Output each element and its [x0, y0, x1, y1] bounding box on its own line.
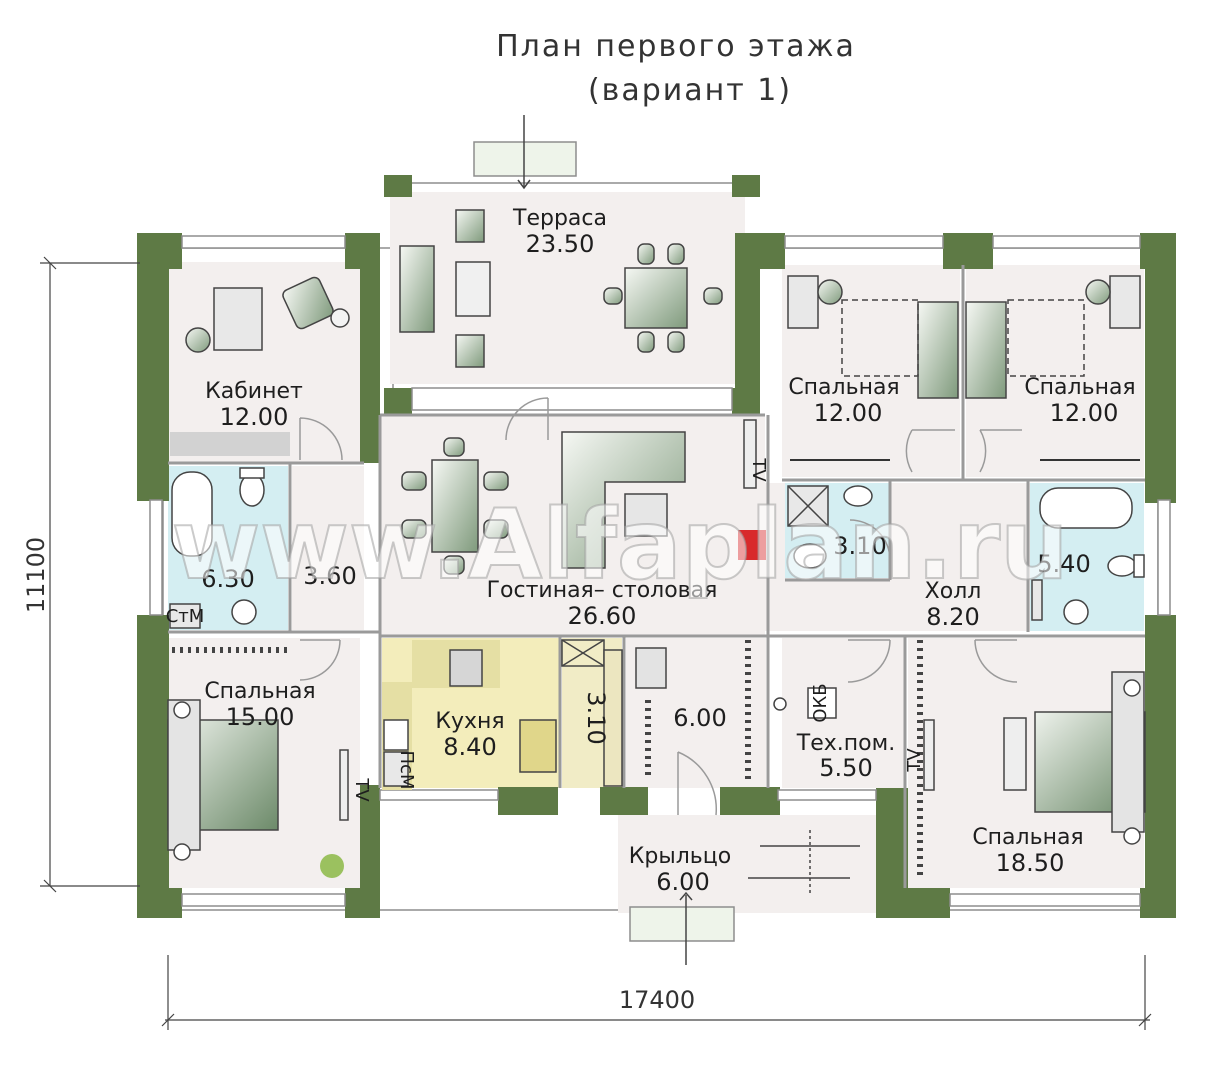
study-area: 12.00	[220, 403, 289, 431]
tech-name: Тех.пом.	[796, 731, 895, 756]
dimension-lines	[40, 256, 1152, 1030]
living-tv-stand	[743, 419, 757, 489]
tech-fixtures	[773, 687, 837, 719]
tech-area: 5.50	[819, 754, 872, 782]
bathtub-left	[171, 471, 213, 557]
terrace-name: Терраса	[512, 206, 607, 231]
washer-box	[169, 603, 201, 629]
bedroom-bl-area: 15.00	[226, 703, 295, 731]
terrace-table	[455, 261, 491, 317]
living-coffee-table	[624, 493, 668, 537]
bath-left-area: 6.30	[201, 565, 254, 593]
plan-title-line2: (вариант 1)	[588, 73, 792, 108]
living-area: 26.60	[568, 602, 637, 630]
porch-fixtures	[679, 830, 860, 965]
terrace-armchair-bottom	[455, 334, 485, 368]
pantry-area: 3.10	[582, 691, 610, 744]
terrace-dining-table	[624, 267, 688, 329]
bedroom-tl-name: Спальная	[788, 375, 899, 400]
partitions	[168, 265, 1145, 888]
kitchen-island	[519, 719, 557, 773]
terrace-furniture	[399, 209, 723, 368]
boiler-box	[807, 687, 837, 719]
study-furniture	[170, 276, 350, 456]
bath-right-area: 5.40	[1037, 550, 1090, 578]
windows	[149, 141, 1171, 942]
study-chair	[185, 327, 211, 353]
bath-right-fixtures	[1031, 487, 1145, 625]
bedroom-br-name: Спальная	[972, 825, 1083, 850]
study-name: Кабинет	[205, 379, 303, 404]
dimension-height-label: 11100	[22, 537, 50, 613]
bedroom-tr-area: 12.00	[1050, 399, 1119, 427]
wardrobe-area: 6.00	[673, 704, 726, 732]
kitchen-hob	[449, 649, 483, 687]
walls	[137, 175, 1176, 918]
terrace-sofa	[399, 245, 435, 333]
living-furniture	[401, 419, 766, 575]
terrace-armchair-top	[455, 209, 485, 243]
living-corner-sofa	[561, 431, 686, 569]
porch-name: Крыльцо	[629, 844, 731, 869]
bedroom-tl-sofa	[917, 301, 959, 399]
study-desk	[213, 287, 263, 351]
bedroom-bl-name: Спальная	[204, 679, 315, 704]
shower-fixtures	[787, 485, 873, 569]
kitchen-name: Кухня	[435, 709, 504, 734]
bedroom-tl-furniture	[787, 275, 959, 461]
watermark: www.Alfaplan.ru	[171, 489, 1068, 601]
bedroom-tr-sofa	[965, 301, 1007, 399]
kitchen-area: 8.40	[443, 733, 496, 761]
storage-shelves	[172, 639, 923, 880]
study-armchair	[282, 276, 334, 330]
bedroom-br-furniture	[923, 671, 1146, 845]
living-name: Гостиная– столовая	[487, 578, 718, 603]
tv-label-living: TV	[748, 457, 769, 482]
kitchen-sink	[383, 719, 409, 751]
porch-area: 6.00	[656, 868, 709, 896]
fireplace	[738, 530, 766, 560]
dimension-width-label: 17400	[619, 986, 695, 1014]
hall-area: 8.20	[926, 603, 979, 631]
bathtub-right	[1039, 487, 1133, 529]
living-dining-table	[431, 459, 479, 553]
shower-area: 3.10	[833, 532, 886, 560]
dishwasher-box	[383, 751, 409, 787]
tv-label-bedroom-bl: TV	[351, 777, 372, 802]
plan-title-line1: План первого этажа	[496, 29, 856, 64]
bedroom-tl-area: 12.00	[814, 399, 883, 427]
terrace-area: 23.50	[526, 230, 595, 258]
corridor-left-floor	[292, 466, 364, 630]
sink-left	[231, 599, 257, 625]
fixture-labels: СтМ ПсМ ОКБ TV TV TV	[166, 457, 925, 802]
doors	[299, 397, 1022, 816]
porch-floor	[618, 815, 876, 913]
bedroom-br-area: 18.50	[996, 849, 1065, 877]
bedroom-bl-furniture	[167, 699, 349, 878]
bath-left-fixtures	[169, 467, 265, 629]
terrace-entry-arrow	[517, 115, 531, 190]
hall-name: Холл	[925, 579, 982, 604]
room-labels: Терраса 23.50 Кабинет 12.00 Спальная 12.…	[201, 206, 1135, 896]
kitchen-fixtures	[382, 640, 557, 790]
boiler-label: ОКБ	[810, 683, 831, 722]
tv-label-bedroom-br: TV	[904, 748, 925, 773]
washer-label: СтМ	[166, 606, 205, 627]
dishwasher-label: ПсМ	[396, 751, 417, 790]
bedroom-tr-name: Спальная	[1024, 375, 1135, 400]
corridor-left-area: 3.60	[303, 562, 356, 590]
bedroom-tr-furniture	[965, 275, 1141, 461]
